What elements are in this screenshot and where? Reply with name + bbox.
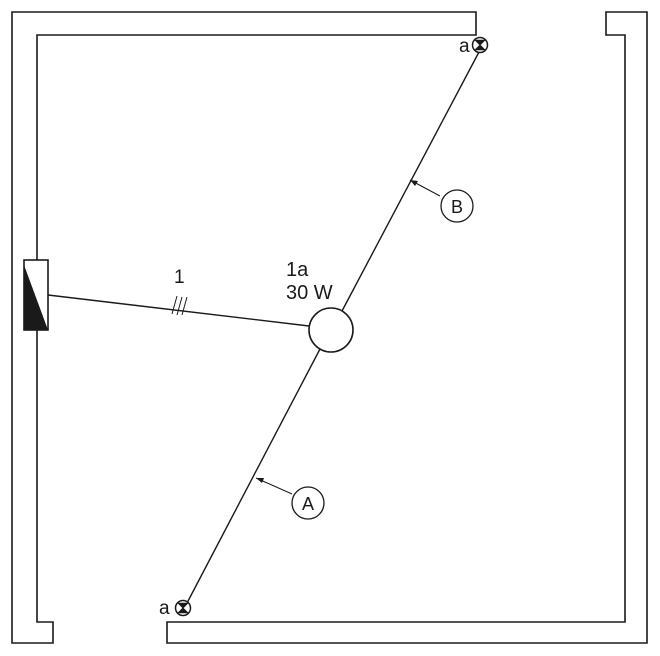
lamp-symbol bbox=[308, 307, 354, 353]
route-a-label: A bbox=[302, 494, 314, 514]
switch-bottom-left-label: a bbox=[159, 598, 170, 619]
switch-bottom-left bbox=[174, 599, 192, 617]
switch-circuit-label: 1 bbox=[174, 267, 185, 288]
switch-top-right-label: a bbox=[459, 36, 470, 57]
switch-top-right bbox=[471, 36, 489, 54]
wall-left-outer bbox=[11, 11, 477, 644]
lamp-id: 1a bbox=[286, 259, 309, 281]
wire-route-a bbox=[186, 348, 321, 604]
distribution-box bbox=[23, 259, 49, 331]
room-walls bbox=[11, 11, 648, 644]
lamp-power: 30 W bbox=[286, 282, 333, 304]
route-a-marker: A bbox=[255, 477, 325, 520]
wall-right-outer bbox=[166, 11, 648, 644]
conductor-tick-marks bbox=[171, 295, 188, 316]
route-b-label: B bbox=[451, 197, 463, 217]
wire-route-b bbox=[341, 51, 480, 312]
route-b-marker: B bbox=[409, 179, 474, 223]
